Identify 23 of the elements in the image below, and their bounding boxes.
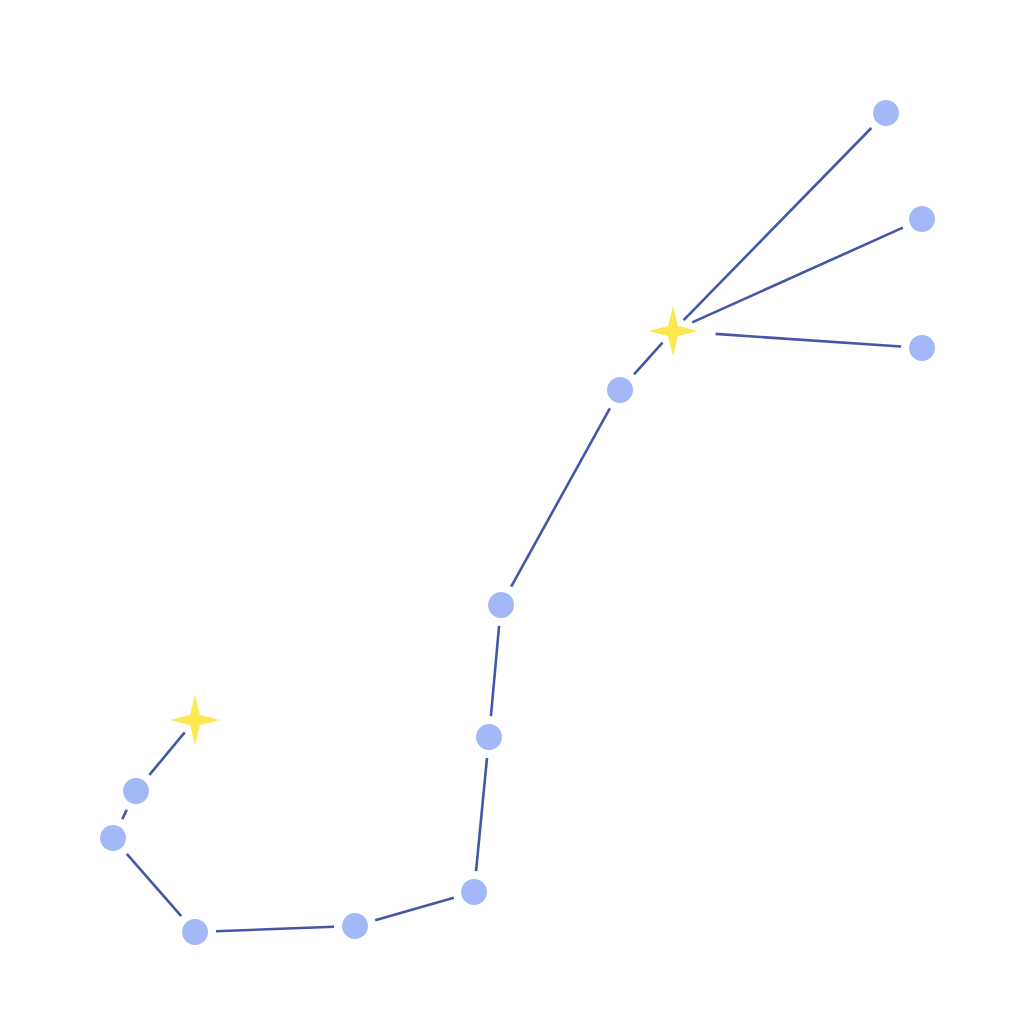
dot xyxy=(100,825,126,851)
dot xyxy=(488,592,514,618)
dot xyxy=(909,206,935,232)
dot xyxy=(607,377,633,403)
line xyxy=(510,407,611,588)
line xyxy=(682,127,873,321)
dot xyxy=(342,913,368,939)
dot xyxy=(461,879,487,905)
dot xyxy=(123,778,149,804)
line xyxy=(374,896,455,922)
dot xyxy=(182,919,208,945)
line xyxy=(215,925,335,933)
line xyxy=(489,625,501,717)
dot xyxy=(476,724,502,750)
dot xyxy=(873,100,899,126)
dot xyxy=(909,335,935,361)
line xyxy=(715,332,902,348)
line xyxy=(474,757,489,872)
line xyxy=(691,226,904,324)
sparkle-star xyxy=(648,306,698,356)
line xyxy=(125,852,183,918)
sparkle-star xyxy=(170,695,220,745)
line xyxy=(121,809,128,820)
